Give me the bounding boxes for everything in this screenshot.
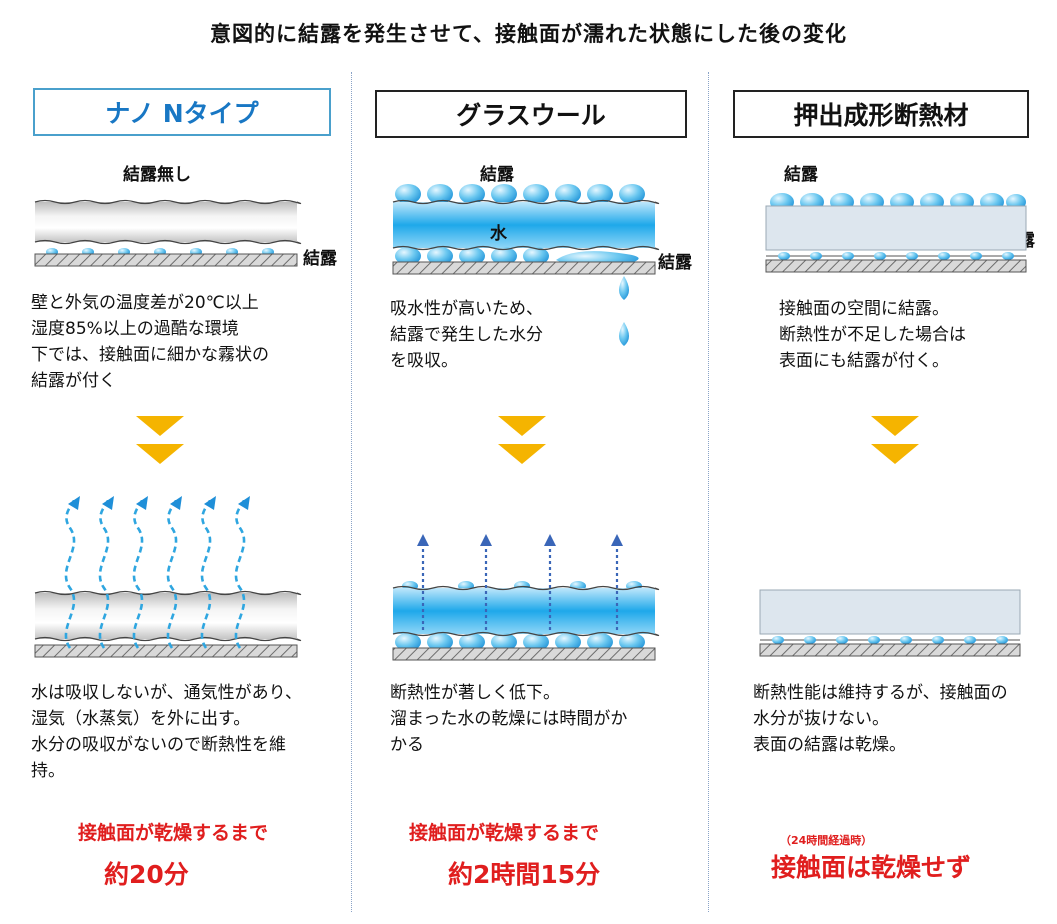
extruded-header: 押出成形断熱材: [733, 90, 1029, 138]
page-title: 意図的に結露を発生させて、接触面が濡れた状態にした後の変化: [210, 22, 847, 46]
column-divider: [351, 72, 352, 912]
nano-top-label: 結露無し: [123, 165, 191, 185]
nano-header: ナノ Nタイプ: [33, 88, 331, 136]
extruded-top-label: 結露: [784, 165, 818, 185]
nano-before-text: 壁と外気の温度差が20℃以上 湿度85%以上の過酷な環境 下では、接触面に細かな…: [31, 293, 269, 391]
glasswool-after-diagram: [392, 534, 660, 661]
glasswool-side-label: 結露: [658, 253, 692, 273]
down-arrows-icon: [136, 416, 184, 464]
nano-after-diagram: [34, 496, 302, 658]
column-divider: [708, 72, 709, 912]
extruded-before-diagram: [765, 193, 1027, 273]
extruded-result-line2: 接触面は乾燥せず: [771, 853, 972, 882]
glasswool-before-text: 吸水性が高いため、 結露で発生した水分 を吸収。: [390, 299, 543, 371]
extruded-result-note: （24時間経過時）: [780, 834, 873, 847]
nano-result-line1: 接触面が乾燥するまで: [78, 822, 269, 844]
extruded-after-text: 断熱性能は維持するが、接触面の 水分が抜けない。 表面の結露は乾燥。: [753, 683, 1008, 755]
glasswool-result-line2: 約2時間15分: [448, 860, 601, 889]
nano-side-label: 結露: [303, 249, 337, 269]
glasswool-water-label: 水: [490, 224, 507, 244]
glasswool-after-text: 断熱性が著しく低下。 溜まった水の乾燥には時間がか かる: [390, 683, 628, 755]
nano-result-line2: 約20分: [104, 860, 189, 889]
glasswool-result-line1: 接触面が乾燥するまで: [409, 822, 600, 844]
nano-before-diagram: [34, 199, 302, 267]
down-arrows-icon: [871, 416, 919, 464]
nano-after-text: 水は吸収しないが、通気性があり、 湿気（水蒸気）を外に出す。 水分の吸収がないの…: [31, 683, 302, 781]
down-arrows-icon: [498, 416, 546, 464]
glasswool-before-diagram: [392, 184, 660, 346]
extruded-before-text: 接触面の空間に結露。 断熱性が不足した場合は 表面にも結露が付く。: [779, 299, 966, 371]
glasswool-top-label: 結露: [480, 165, 514, 185]
glasswool-header: グラスウール: [375, 90, 687, 138]
extruded-after-diagram: [759, 589, 1021, 657]
